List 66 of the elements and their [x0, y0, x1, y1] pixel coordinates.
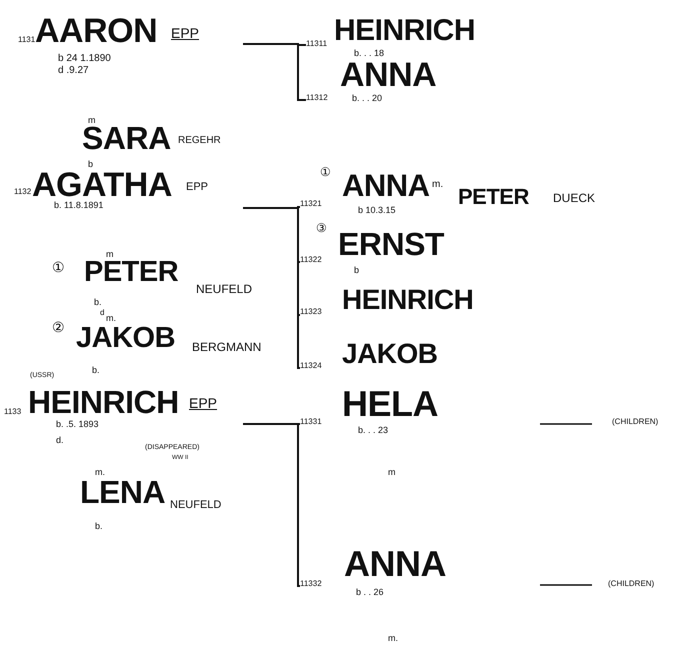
- person-name: JAKOB: [76, 324, 176, 353]
- life-dates: b. .5. 1893: [56, 420, 99, 429]
- surname: NEUFELD: [170, 500, 222, 511]
- surname: NEUFELD: [196, 283, 252, 295]
- marriage-order-number: ②: [52, 320, 65, 334]
- life-dates: d.: [56, 436, 64, 445]
- person-name: HELA: [342, 386, 438, 422]
- surname: DUECK: [553, 192, 596, 204]
- person-name: ANNA: [344, 546, 446, 582]
- reference-number: 11324: [300, 362, 322, 370]
- life-dates: b: [354, 266, 360, 275]
- family-line: [243, 207, 300, 369]
- reference-number: 11311: [306, 40, 328, 48]
- life-dates: b. . . 23: [358, 426, 388, 435]
- spouse-marker: m: [388, 468, 396, 477]
- spouse-marker: m.: [388, 634, 398, 643]
- reference-number: 11322: [300, 256, 322, 264]
- reference-number: 1131: [18, 36, 36, 44]
- spouse-marker: m: [88, 116, 96, 125]
- note: (CHILDREN): [612, 418, 658, 426]
- spouse-marker: m.: [432, 180, 444, 190]
- reference-number: 11321: [300, 200, 322, 208]
- life-dates: b 24 1.1890: [58, 54, 111, 64]
- person-name: LENA: [80, 476, 166, 508]
- person-name: ANNA: [340, 58, 436, 92]
- surname: REGEHR: [178, 136, 221, 146]
- life-dates: b. . . 18: [354, 49, 384, 58]
- person-name: AARON: [35, 14, 158, 48]
- reference-number: 1133: [4, 408, 22, 416]
- surname: BERGMANN: [192, 341, 262, 353]
- person-name: HEINRICH: [334, 16, 476, 46]
- person-name: PETER: [458, 186, 529, 208]
- surname: EPP: [171, 26, 200, 40]
- life-dates: d .9.27: [58, 66, 89, 76]
- life-dates: b. . . 20: [352, 94, 382, 103]
- family-line: [243, 423, 300, 587]
- life-dates: b . . 26: [356, 588, 384, 597]
- life-dates: b.: [94, 298, 102, 307]
- person-name: HEINRICH: [342, 286, 474, 314]
- marriage-order-number: ③: [316, 222, 327, 234]
- spouse-marker: m.: [106, 314, 116, 323]
- surname: EPP: [186, 182, 208, 193]
- life-dates: b: [88, 160, 94, 169]
- spouse-marker: m: [106, 250, 114, 259]
- marriage-order-number: ①: [52, 260, 65, 274]
- reference-number: 1132: [14, 188, 32, 196]
- life-dates: b 10.3.15: [358, 206, 396, 215]
- reference-number: 11332: [300, 580, 322, 588]
- person-name: JAKOB: [342, 340, 438, 368]
- marriage-order-number: ①: [320, 166, 331, 178]
- person-name: ANNA: [342, 170, 430, 201]
- person-name: ERNST: [338, 228, 444, 260]
- person-name: PETER: [84, 258, 178, 287]
- life-dates: b.: [92, 366, 100, 375]
- note: (CHILDREN): [608, 580, 654, 588]
- person-name: HEINRICH: [28, 386, 179, 418]
- life-dates: b.: [95, 522, 103, 531]
- reference-number: 11331: [300, 418, 322, 426]
- person-name: AGATHA: [32, 168, 172, 202]
- person-name: SARA: [82, 122, 171, 154]
- reference-number: 11312: [306, 94, 328, 102]
- surname: EPP: [189, 396, 218, 410]
- life-dates: d: [100, 309, 104, 317]
- life-dates: b. 11.8.1891: [54, 201, 104, 210]
- reference-number: 11323: [300, 308, 322, 316]
- spouse-marker: m.: [95, 468, 105, 477]
